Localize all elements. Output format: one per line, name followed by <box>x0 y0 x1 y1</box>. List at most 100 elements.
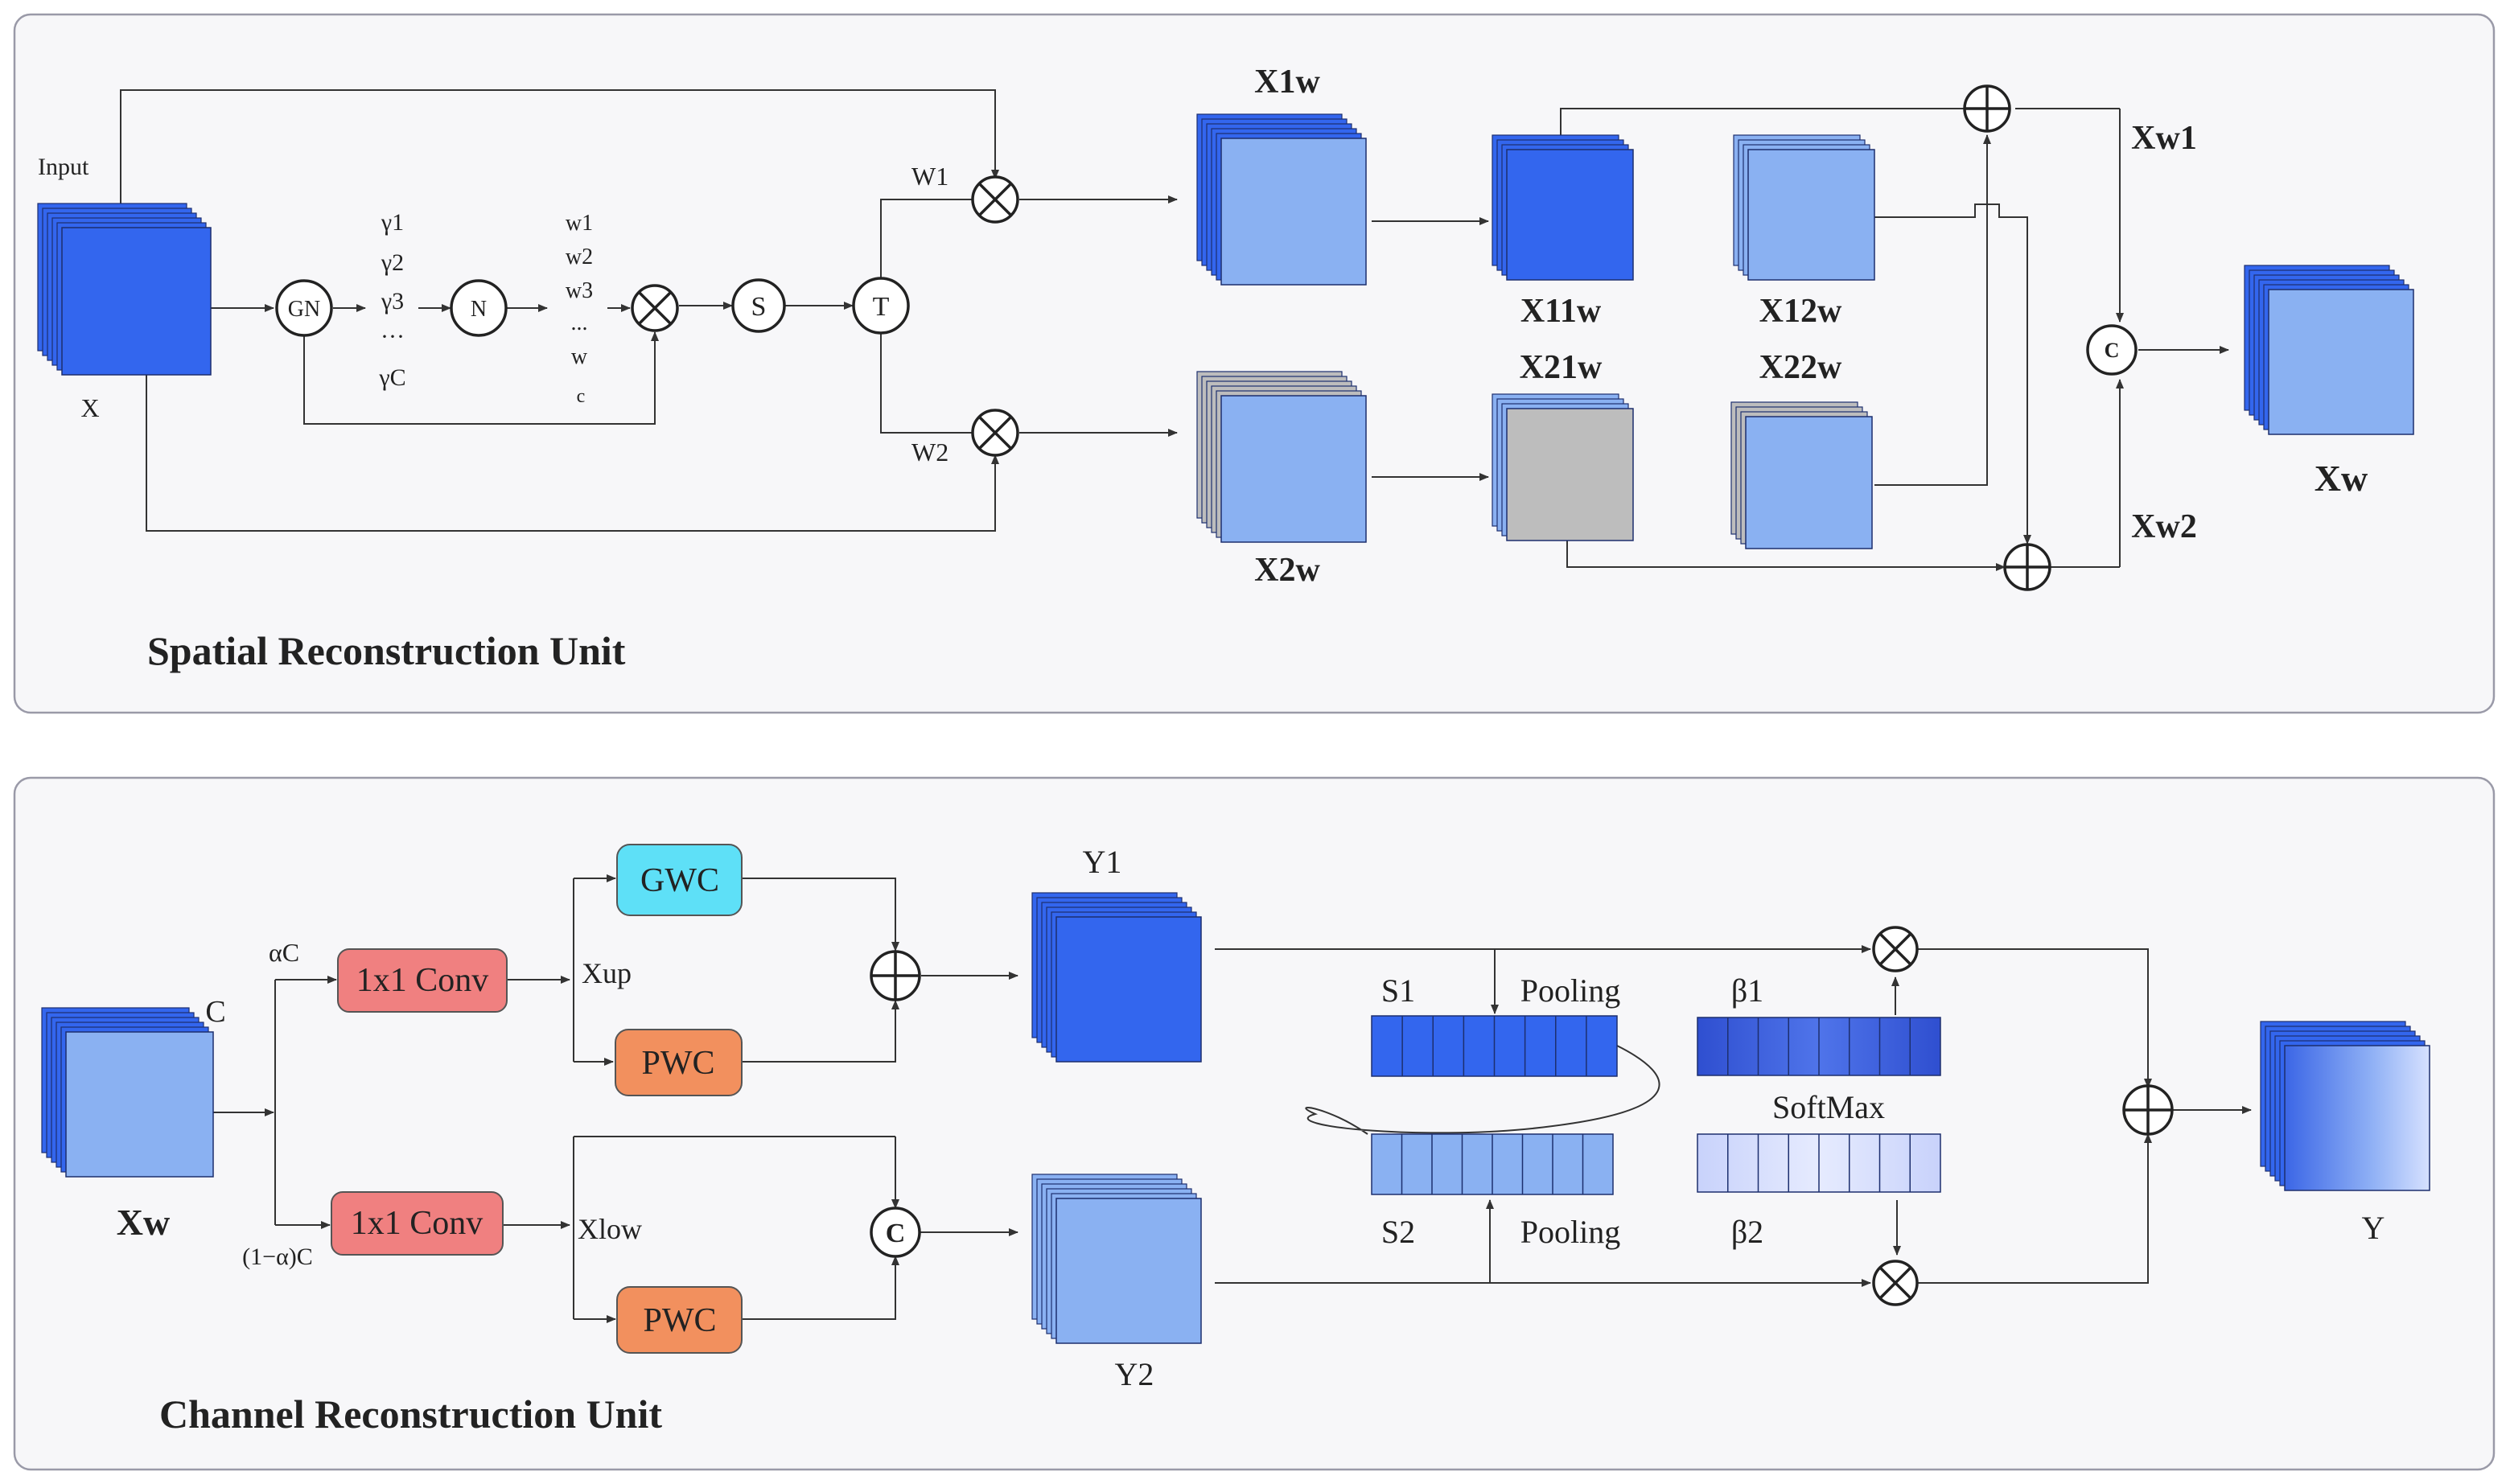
cru-concat-label: C <box>886 1219 906 1248</box>
x22w-cube <box>1730 401 1873 549</box>
x11w-label: X11w <box>1520 293 1602 330</box>
input-x-cube <box>37 203 212 376</box>
input-label: Input <box>38 154 89 180</box>
y2-cube <box>1031 1174 1202 1344</box>
x2w-label: X2w <box>1254 552 1320 589</box>
gamma-list: γ1 γ2 γ3 ··· γC <box>378 209 405 391</box>
cru-input-cube <box>41 1007 214 1178</box>
gamma-2: γ2 <box>381 249 404 276</box>
operator-stroke <box>1878 1266 1912 1300</box>
multiply-op-y1 <box>1872 926 1919 972</box>
x12w-cube <box>1733 134 1875 281</box>
w2-label: W2 <box>911 438 948 467</box>
multiply-op-y2 <box>1872 1260 1919 1306</box>
x11w-cube <box>1492 134 1634 281</box>
conv-top-box <box>337 948 508 1013</box>
conv-bottom-label: 1x1 Conv <box>351 1205 483 1242</box>
sru-concat-node <box>2086 324 2138 376</box>
gamma-3: γ3 <box>381 288 404 314</box>
gwc-box <box>616 844 743 916</box>
x21w-label: X21w <box>1520 349 1603 386</box>
cru-final-add-op <box>2122 1084 2174 1136</box>
add-op-top <box>1963 84 2011 133</box>
gamma-ellipsis: ··· <box>381 323 405 350</box>
pwc-bottom-label: PWC <box>643 1302 716 1339</box>
alpha-c-label: αC <box>269 938 299 967</box>
w-1: w1 <box>566 211 593 236</box>
one-minus-alpha-c-label: (1−α)C <box>242 1244 313 1270</box>
gn-node-label: GN <box>288 297 320 322</box>
cru-concat-node <box>870 1207 921 1258</box>
pwc-top-box <box>615 1029 743 1096</box>
y-output-cube <box>2260 1021 2430 1191</box>
x22w-label: X22w <box>1759 349 1842 386</box>
cube-front-layer <box>1220 395 1367 543</box>
w1-label: W1 <box>911 162 948 191</box>
cube-front-layer <box>1220 138 1367 286</box>
s2-label: S2 <box>1381 1214 1415 1250</box>
t-node <box>852 277 910 335</box>
s1-label: S1 <box>1381 972 1415 1009</box>
conv-top-label: 1x1 Conv <box>356 962 489 999</box>
softmax-label: SoftMax <box>1772 1089 1885 1125</box>
operator-stroke <box>637 290 673 326</box>
conv-bottom-box <box>331 1191 504 1256</box>
pooling-top-label: Pooling <box>1520 972 1620 1009</box>
multiply-op-w1 <box>971 175 1019 224</box>
cru-add-op <box>870 950 921 1001</box>
sru-title: Spatial Reconstruction Unit <box>147 628 626 673</box>
cube-front-layer <box>1055 916 1202 1063</box>
y1-cube <box>1031 892 1202 1063</box>
w-list: w1 w2 w3 ... w c <box>566 211 593 407</box>
pooling-bottom-label: Pooling <box>1520 1214 1620 1250</box>
cru-connectors <box>213 874 2252 1323</box>
cube-front-layer <box>1055 1198 1202 1344</box>
sru-concat-label: C <box>2105 339 2120 362</box>
cube-front-layer <box>1745 416 1873 549</box>
x1w-label: X1w <box>1254 64 1320 101</box>
s1-vector <box>1371 1015 1618 1077</box>
x1w-cube <box>1196 113 1367 286</box>
pwc-bottom-box <box>616 1286 743 1354</box>
s-node <box>731 278 786 333</box>
beta2-vector <box>1697 1133 1941 1193</box>
operator-stroke <box>977 182 1013 217</box>
operator-stroke <box>1878 932 1912 966</box>
multiply-op-weights <box>631 284 679 332</box>
operator-stroke <box>977 415 1013 450</box>
multiply-op-w2 <box>971 409 1019 457</box>
pwc-top-label: PWC <box>641 1045 714 1082</box>
cube-front-layer <box>1747 149 1875 281</box>
gamma-1: γ1 <box>381 209 404 236</box>
cru-panel <box>13 776 2496 1471</box>
cube-front-layer <box>1506 408 1634 541</box>
beta1-label: β1 <box>1731 972 1763 1009</box>
w-2: w2 <box>566 245 593 269</box>
y-output-label: Y <box>2362 1210 2385 1246</box>
w-c: w <box>571 344 588 369</box>
xlow-label: Xlow <box>578 1213 642 1245</box>
cru-c-label: C <box>205 995 225 1029</box>
w-c-sub: c <box>577 386 586 407</box>
x-label: X <box>80 393 99 422</box>
xw2-label: Xw2 <box>2131 508 2197 545</box>
s-node-label: S <box>751 292 767 322</box>
cube-front-layer <box>61 227 212 376</box>
y1-label: Y1 <box>1083 844 1122 880</box>
w-ellipsis: ... <box>571 310 588 335</box>
xw1-label: Xw1 <box>2131 120 2197 157</box>
gamma-c: γC <box>378 364 405 391</box>
beta1-vector <box>1697 1017 1941 1076</box>
beta2-label: β2 <box>1731 1214 1763 1250</box>
x12w-label: X12w <box>1759 293 1842 330</box>
y2-label: Y2 <box>1115 1356 1154 1392</box>
t-node-label: T <box>873 292 890 322</box>
n-node <box>450 279 508 337</box>
cube-front-layer <box>2284 1045 2430 1191</box>
xup-label: Xup <box>582 957 632 989</box>
x21w-cube <box>1492 393 1634 541</box>
cube-front-layer <box>2268 289 2414 435</box>
w-3: w3 <box>566 278 593 303</box>
xw-output-cube <box>2244 265 2414 435</box>
